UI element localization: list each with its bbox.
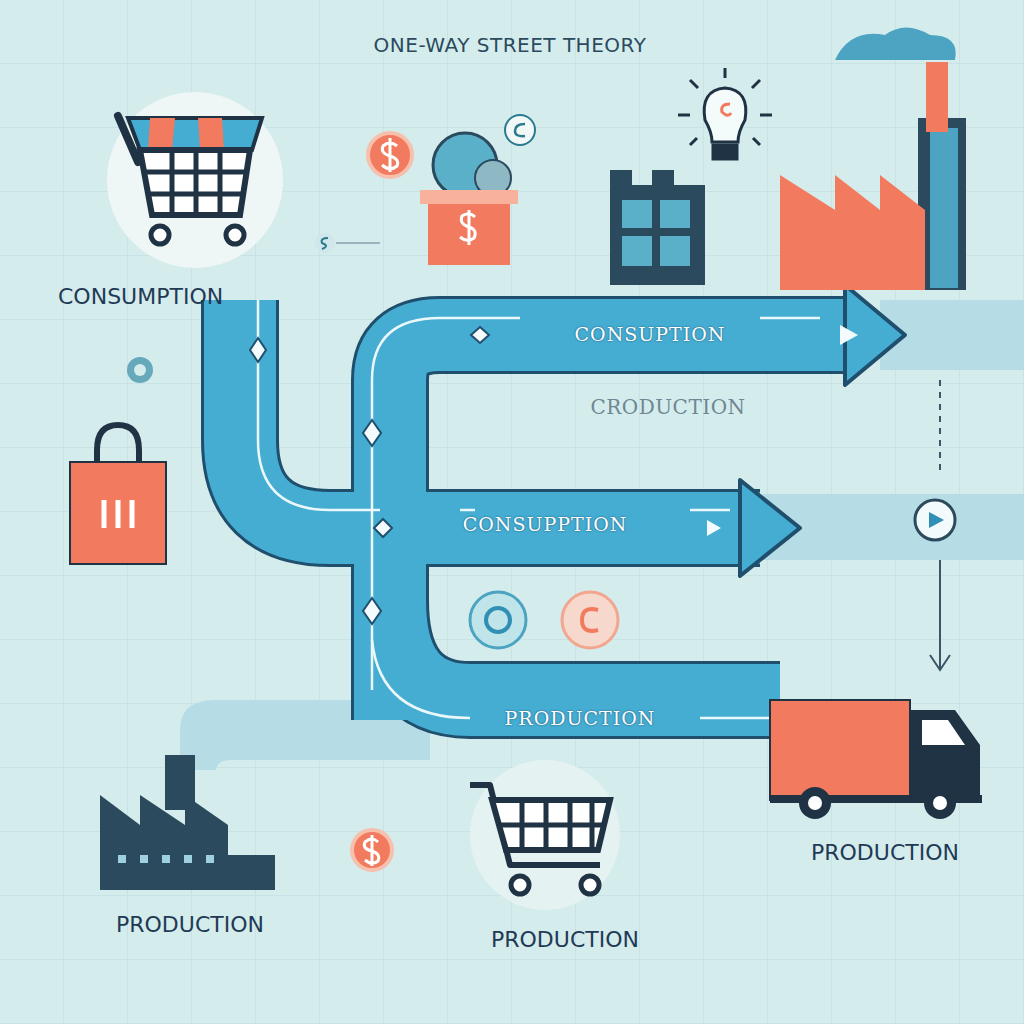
arrow-label: PRODUCTION <box>501 708 660 730</box>
circle-icon <box>470 592 618 648</box>
flow-pipes <box>240 300 850 720</box>
small-coin <box>315 233 380 253</box>
white-arrowheads <box>707 325 858 536</box>
lightbulb-icon <box>678 68 772 159</box>
truck-icon <box>770 700 982 819</box>
flow-label: CRODUCTION <box>590 396 745 419</box>
money-box <box>420 133 518 265</box>
building-icon <box>610 170 705 285</box>
flow-label: CONSUMPTION <box>58 284 223 309</box>
factory-icon <box>100 755 275 890</box>
flow-label: PRODUCTION <box>116 912 264 937</box>
arrow-label: CONSUPTION <box>571 324 730 346</box>
flow-label: PRODUCTION <box>491 927 639 952</box>
dollar-coin <box>368 133 412 177</box>
cart-icon <box>470 760 620 910</box>
flow-label: PRODUCTION <box>811 840 959 865</box>
cart-icon <box>107 92 283 268</box>
diagram-title: ONE-WAY STREET THEORY <box>374 34 647 57</box>
dollar-coin <box>352 830 392 870</box>
play-circle <box>915 500 955 540</box>
shopping-bag-icon <box>70 425 166 564</box>
arrowheads <box>740 285 905 576</box>
factory-icon <box>780 28 966 291</box>
arrow-label: CONSUPPTION <box>459 514 632 536</box>
small-coin <box>127 357 153 383</box>
small-coin <box>505 115 535 145</box>
flow-diamonds <box>250 327 489 624</box>
